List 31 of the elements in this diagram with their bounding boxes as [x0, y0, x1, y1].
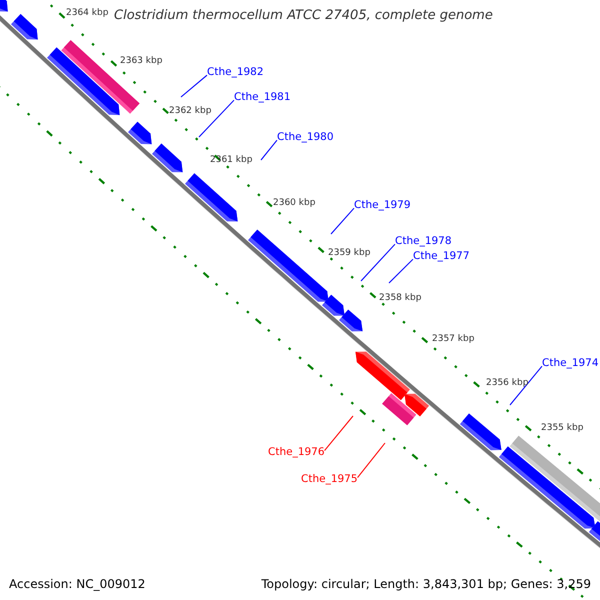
leader-line — [510, 366, 542, 406]
leader-line — [260, 140, 278, 160]
gene-label: Cthe_1974 — [542, 357, 599, 370]
gene-label: Cthe_1981 — [234, 91, 291, 104]
leader-line — [357, 442, 386, 478]
topology-text: Topology: circular; Length: 3,843,301 bp; Genes: 3,259 — [261, 576, 591, 593]
leader-line — [198, 100, 234, 138]
gene-label: Cthe_1982 — [207, 66, 264, 80]
accession-text: Accession: NC_009012 — [9, 576, 146, 593]
leader-line — [180, 74, 208, 98]
gene-label: Cthe_1977 — [413, 250, 470, 264]
tick-label: 2361 kbp — [210, 156, 252, 165]
leader-line — [360, 244, 396, 282]
tick-label: 2358 kbp — [379, 294, 422, 303]
tick-label: 2360 kbp — [273, 199, 316, 208]
gene-label: Cthe_1980 — [277, 131, 334, 144]
tick-label: 2364 kbp — [66, 9, 108, 18]
gene-label: Cthe_1979 — [354, 199, 411, 212]
gene-label: Cthe_1976 — [268, 446, 325, 460]
tick-label: 2356 kbp — [486, 379, 528, 388]
leader-line — [330, 208, 354, 234]
tick-label: 2363 kbp — [120, 57, 162, 66]
tick-label: 2359 kbp — [328, 249, 370, 258]
gene-label: Cthe_1975 — [301, 473, 358, 486]
leader-line — [324, 416, 354, 452]
gene-label: Cthe_1978 — [395, 235, 452, 248]
title: Clostridium thermocellum ATCC 27405, complete genome — [112, 8, 495, 24]
tick-label: 2357 kbp — [432, 335, 474, 344]
tick-label: 2355 kbp — [541, 424, 584, 433]
tick-label: 2362 kbp — [169, 107, 212, 116]
leader-line — [388, 258, 414, 284]
